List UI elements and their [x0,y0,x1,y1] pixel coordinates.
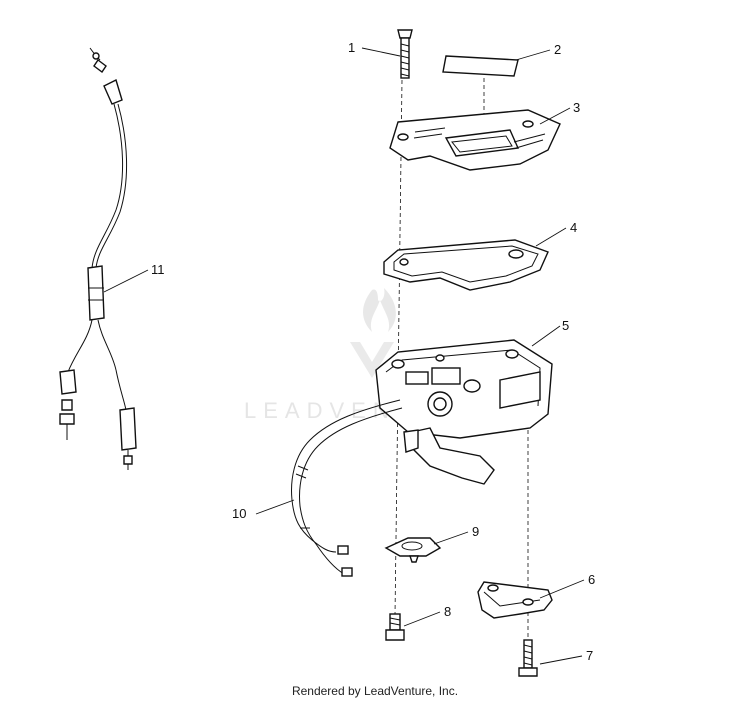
callout-7: 7 [586,648,593,663]
part-3-cover-plate [389,109,561,171]
leader-2 [515,49,551,61]
callout-1: 1 [348,40,355,55]
part-4-gasket [383,239,549,291]
footer-credit: Rendered by LeadVenture, Inc. [291,684,459,698]
part-1-screw [397,29,413,79]
leader-1 [361,47,401,57]
leader-11 [103,269,149,293]
leader-10 [255,499,295,515]
assembly-axis-left [394,79,403,616]
callout-4: 4 [570,220,577,235]
leader-5 [531,325,561,347]
leader-3 [539,107,571,125]
leader-9 [433,531,469,545]
part-11-throttle-cable [59,47,137,470]
callout-2: 2 [554,42,561,57]
callout-3: 3 [573,100,580,115]
part-10-wiring-harness [291,399,403,577]
callout-5: 5 [562,318,569,333]
leader-4 [535,227,567,247]
part-9-spacer [384,537,442,563]
callout-10: 10 [232,506,246,521]
callout-8: 8 [444,604,451,619]
leader-8 [403,611,441,627]
callout-11: 11 [151,262,165,277]
part-5-switch-housing [375,339,553,485]
part-6-clamp [477,581,553,619]
leader-7 [539,655,583,665]
callout-9: 9 [472,524,479,539]
leader-lines [103,47,585,665]
callout-6: 6 [588,572,595,587]
leader-6 [539,579,585,599]
part-2-decal [442,55,519,77]
part-8-screw [385,613,405,641]
part-7-screw [518,639,538,677]
